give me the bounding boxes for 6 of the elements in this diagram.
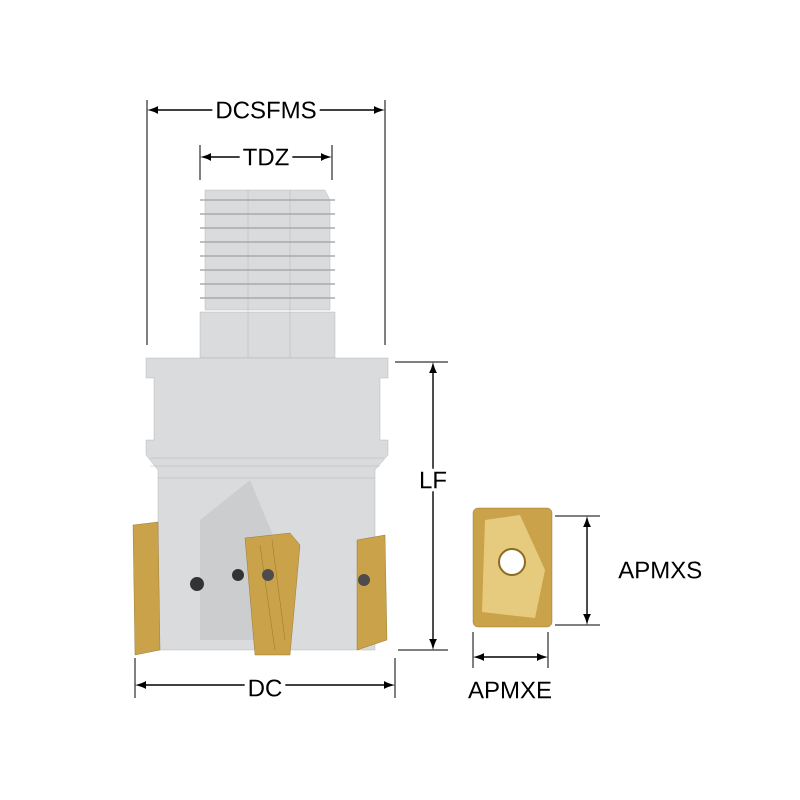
dimension-label: LF: [416, 468, 450, 492]
dimension-label: APMXE: [468, 682, 551, 698]
dimension-label: DCSFMS: [212, 98, 320, 122]
dimension-label: TDZ: [240, 146, 292, 168]
dimension-label: DC: [244, 676, 286, 700]
dimension-label: APMXS: [618, 562, 702, 578]
